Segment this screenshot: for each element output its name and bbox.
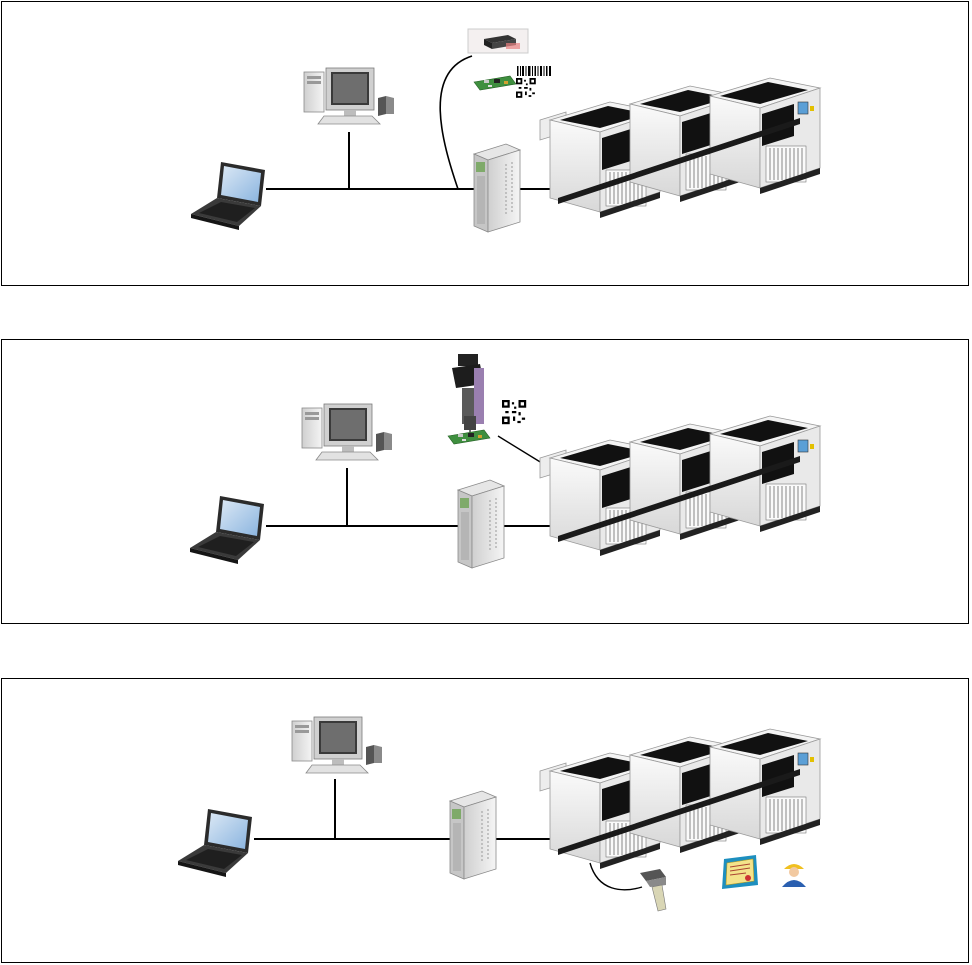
desktop-computer-icon [302, 404, 392, 460]
diagram-panel-barcode-reader [1, 1, 969, 286]
fixed-barcode-reader-icon [468, 29, 528, 53]
server-tower-icon [458, 480, 504, 568]
pcb-board-icon [474, 76, 516, 90]
qr-code-icon [516, 78, 536, 98]
desktop-computer-icon [292, 717, 382, 773]
laptop-icon [190, 496, 264, 564]
mounter-line-icon [540, 729, 820, 869]
clipboard-document-icon [722, 855, 758, 889]
desktop-computer-icon [304, 68, 394, 124]
laptop-icon [191, 162, 265, 230]
placement-head-camera-icon [452, 354, 484, 436]
handheld-scanner-icon [640, 869, 666, 911]
barcode-label-icon [516, 66, 552, 78]
operator-icon [782, 864, 806, 887]
diagram-panel-handheld-scanner [1, 678, 969, 963]
pcb-board-icon [448, 430, 490, 444]
diagram-panel-head-camera [1, 339, 969, 624]
laptop-icon [178, 809, 252, 877]
reader-cable [440, 56, 472, 189]
qr-code-icon [502, 400, 526, 424]
server-tower-icon [474, 144, 520, 232]
mounter-line-icon [540, 416, 820, 556]
mounter-line-icon [540, 78, 820, 218]
scanner-cable [590, 863, 642, 890]
server-tower-icon [450, 791, 496, 879]
